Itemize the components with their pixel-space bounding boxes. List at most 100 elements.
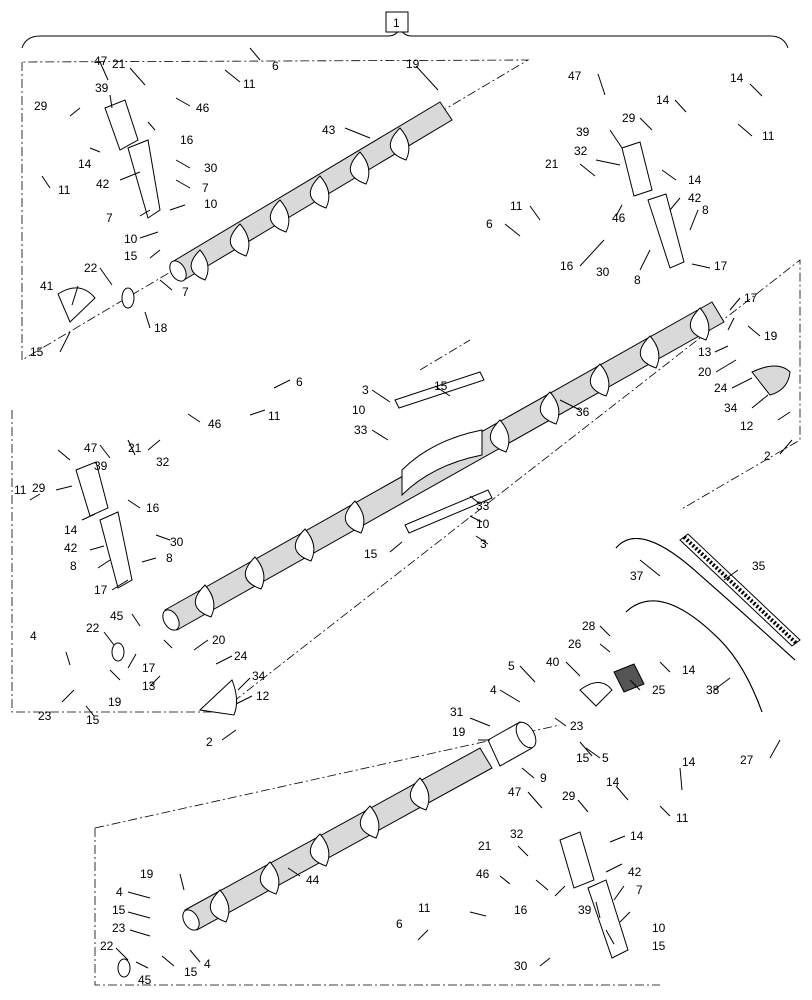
callout-30: 30 (596, 265, 610, 279)
callout-17: 17 (744, 291, 758, 305)
callout-19: 19 (406, 57, 420, 71)
callout-19: 19 (764, 329, 778, 343)
callout-30: 30 (514, 959, 528, 973)
callout-36: 36 (576, 405, 590, 419)
callout-6: 6 (486, 217, 493, 231)
callout-32: 32 (510, 827, 524, 841)
callout-47: 47 (568, 69, 582, 83)
callout-14: 14 (64, 523, 78, 537)
callout-23: 23 (38, 709, 52, 723)
callout-33: 33 (476, 499, 490, 513)
callout-22: 22 (84, 261, 98, 275)
callout-15: 15 (652, 939, 666, 953)
callout-21: 21 (545, 157, 559, 171)
callout-18: 18 (154, 321, 168, 335)
callout-8: 8 (634, 273, 641, 287)
callout-46: 46 (208, 417, 222, 431)
callout-10: 10 (652, 921, 666, 935)
callout-15: 15 (364, 547, 378, 561)
callout-23: 23 (570, 719, 584, 733)
callout-34: 34 (724, 401, 738, 415)
callout-40: 40 (546, 655, 560, 669)
callout-15: 15 (576, 751, 590, 765)
callout-29: 29 (32, 481, 46, 495)
callout-15: 15 (124, 249, 138, 263)
callout-17: 17 (714, 259, 728, 273)
callout-14: 14 (730, 71, 744, 85)
auger-43 (169, 101, 453, 282)
callout-17: 17 (94, 583, 108, 597)
callout-39: 39 (94, 459, 108, 473)
callout-11: 11 (762, 129, 775, 143)
callout-14: 14 (630, 829, 644, 843)
callout-24: 24 (714, 381, 728, 395)
callout-47: 47 (94, 54, 108, 68)
callout-47: 47 (508, 785, 522, 799)
callout-44: 44 (306, 873, 320, 887)
callout-10: 10 (476, 517, 490, 531)
callout-21: 21 (128, 441, 142, 455)
callout-11: 11 (58, 183, 71, 197)
mount-middle-left (75, 461, 238, 716)
callout-22: 22 (86, 621, 100, 635)
callout-21: 21 (112, 57, 126, 71)
callout-17: 17 (142, 661, 156, 675)
callout-38: 38 (706, 683, 720, 697)
callout-13: 13 (142, 679, 156, 693)
callout-6: 6 (396, 917, 403, 931)
callout-4: 4 (116, 885, 123, 899)
callout-23: 23 (112, 921, 126, 935)
auger-44 (182, 721, 537, 931)
callout-20: 20 (698, 365, 712, 379)
callout-45: 45 (138, 973, 152, 987)
callout-47: 47 (84, 441, 98, 455)
callout-8: 8 (166, 551, 173, 565)
callout-7: 7 (106, 211, 113, 225)
callout-46: 46 (196, 101, 210, 115)
callout-15: 15 (30, 345, 44, 359)
assembly-ref-label: 1 (393, 16, 400, 30)
callout-11: 11 (676, 811, 689, 825)
callout-27: 27 (740, 753, 754, 767)
callout-labels: 47 21 6 11 19 39 29 46 43 16 14 30 11 42… (14, 54, 778, 987)
callout-29: 29 (562, 789, 576, 803)
mount-upper-right (621, 141, 791, 396)
callout-24: 24 (234, 649, 248, 663)
callout-3: 3 (362, 383, 369, 397)
callout-37: 37 (630, 569, 644, 583)
callout-13: 13 (698, 345, 712, 359)
callout-14: 14 (688, 173, 702, 187)
callout-46: 46 (476, 867, 490, 881)
callout-26: 26 (568, 637, 582, 651)
callout-3: 3 (480, 537, 487, 551)
callout-30: 30 (204, 161, 218, 175)
callout-10: 10 (204, 197, 218, 211)
auger-36 (162, 301, 725, 631)
callout-14: 14 (682, 755, 696, 769)
callout-29: 29 (622, 111, 636, 125)
callout-12: 12 (740, 419, 754, 433)
callout-4: 4 (30, 629, 37, 643)
leader-lines (29, 47, 793, 969)
callout-2: 2 (764, 449, 771, 463)
callout-16: 16 (180, 133, 194, 147)
callout-8: 8 (70, 559, 77, 573)
callout-10: 10 (352, 403, 366, 417)
callout-16: 16 (146, 501, 160, 515)
callout-14: 14 (656, 93, 670, 107)
callout-9: 9 (540, 771, 547, 785)
callout-4: 4 (204, 957, 211, 971)
callout-14: 14 (78, 157, 92, 171)
callout-42: 42 (96, 177, 110, 191)
callout-46: 46 (612, 211, 626, 225)
callout-32: 32 (156, 455, 170, 469)
callout-41: 41 (40, 279, 54, 293)
callout-42: 42 (628, 865, 642, 879)
callout-39: 39 (576, 125, 590, 139)
assembly-bracket: 1 (21, 11, 789, 49)
callout-11: 11 (418, 901, 431, 915)
callout-6: 6 (296, 375, 303, 389)
callout-8: 8 (702, 203, 709, 217)
callout-10: 10 (124, 232, 138, 246)
